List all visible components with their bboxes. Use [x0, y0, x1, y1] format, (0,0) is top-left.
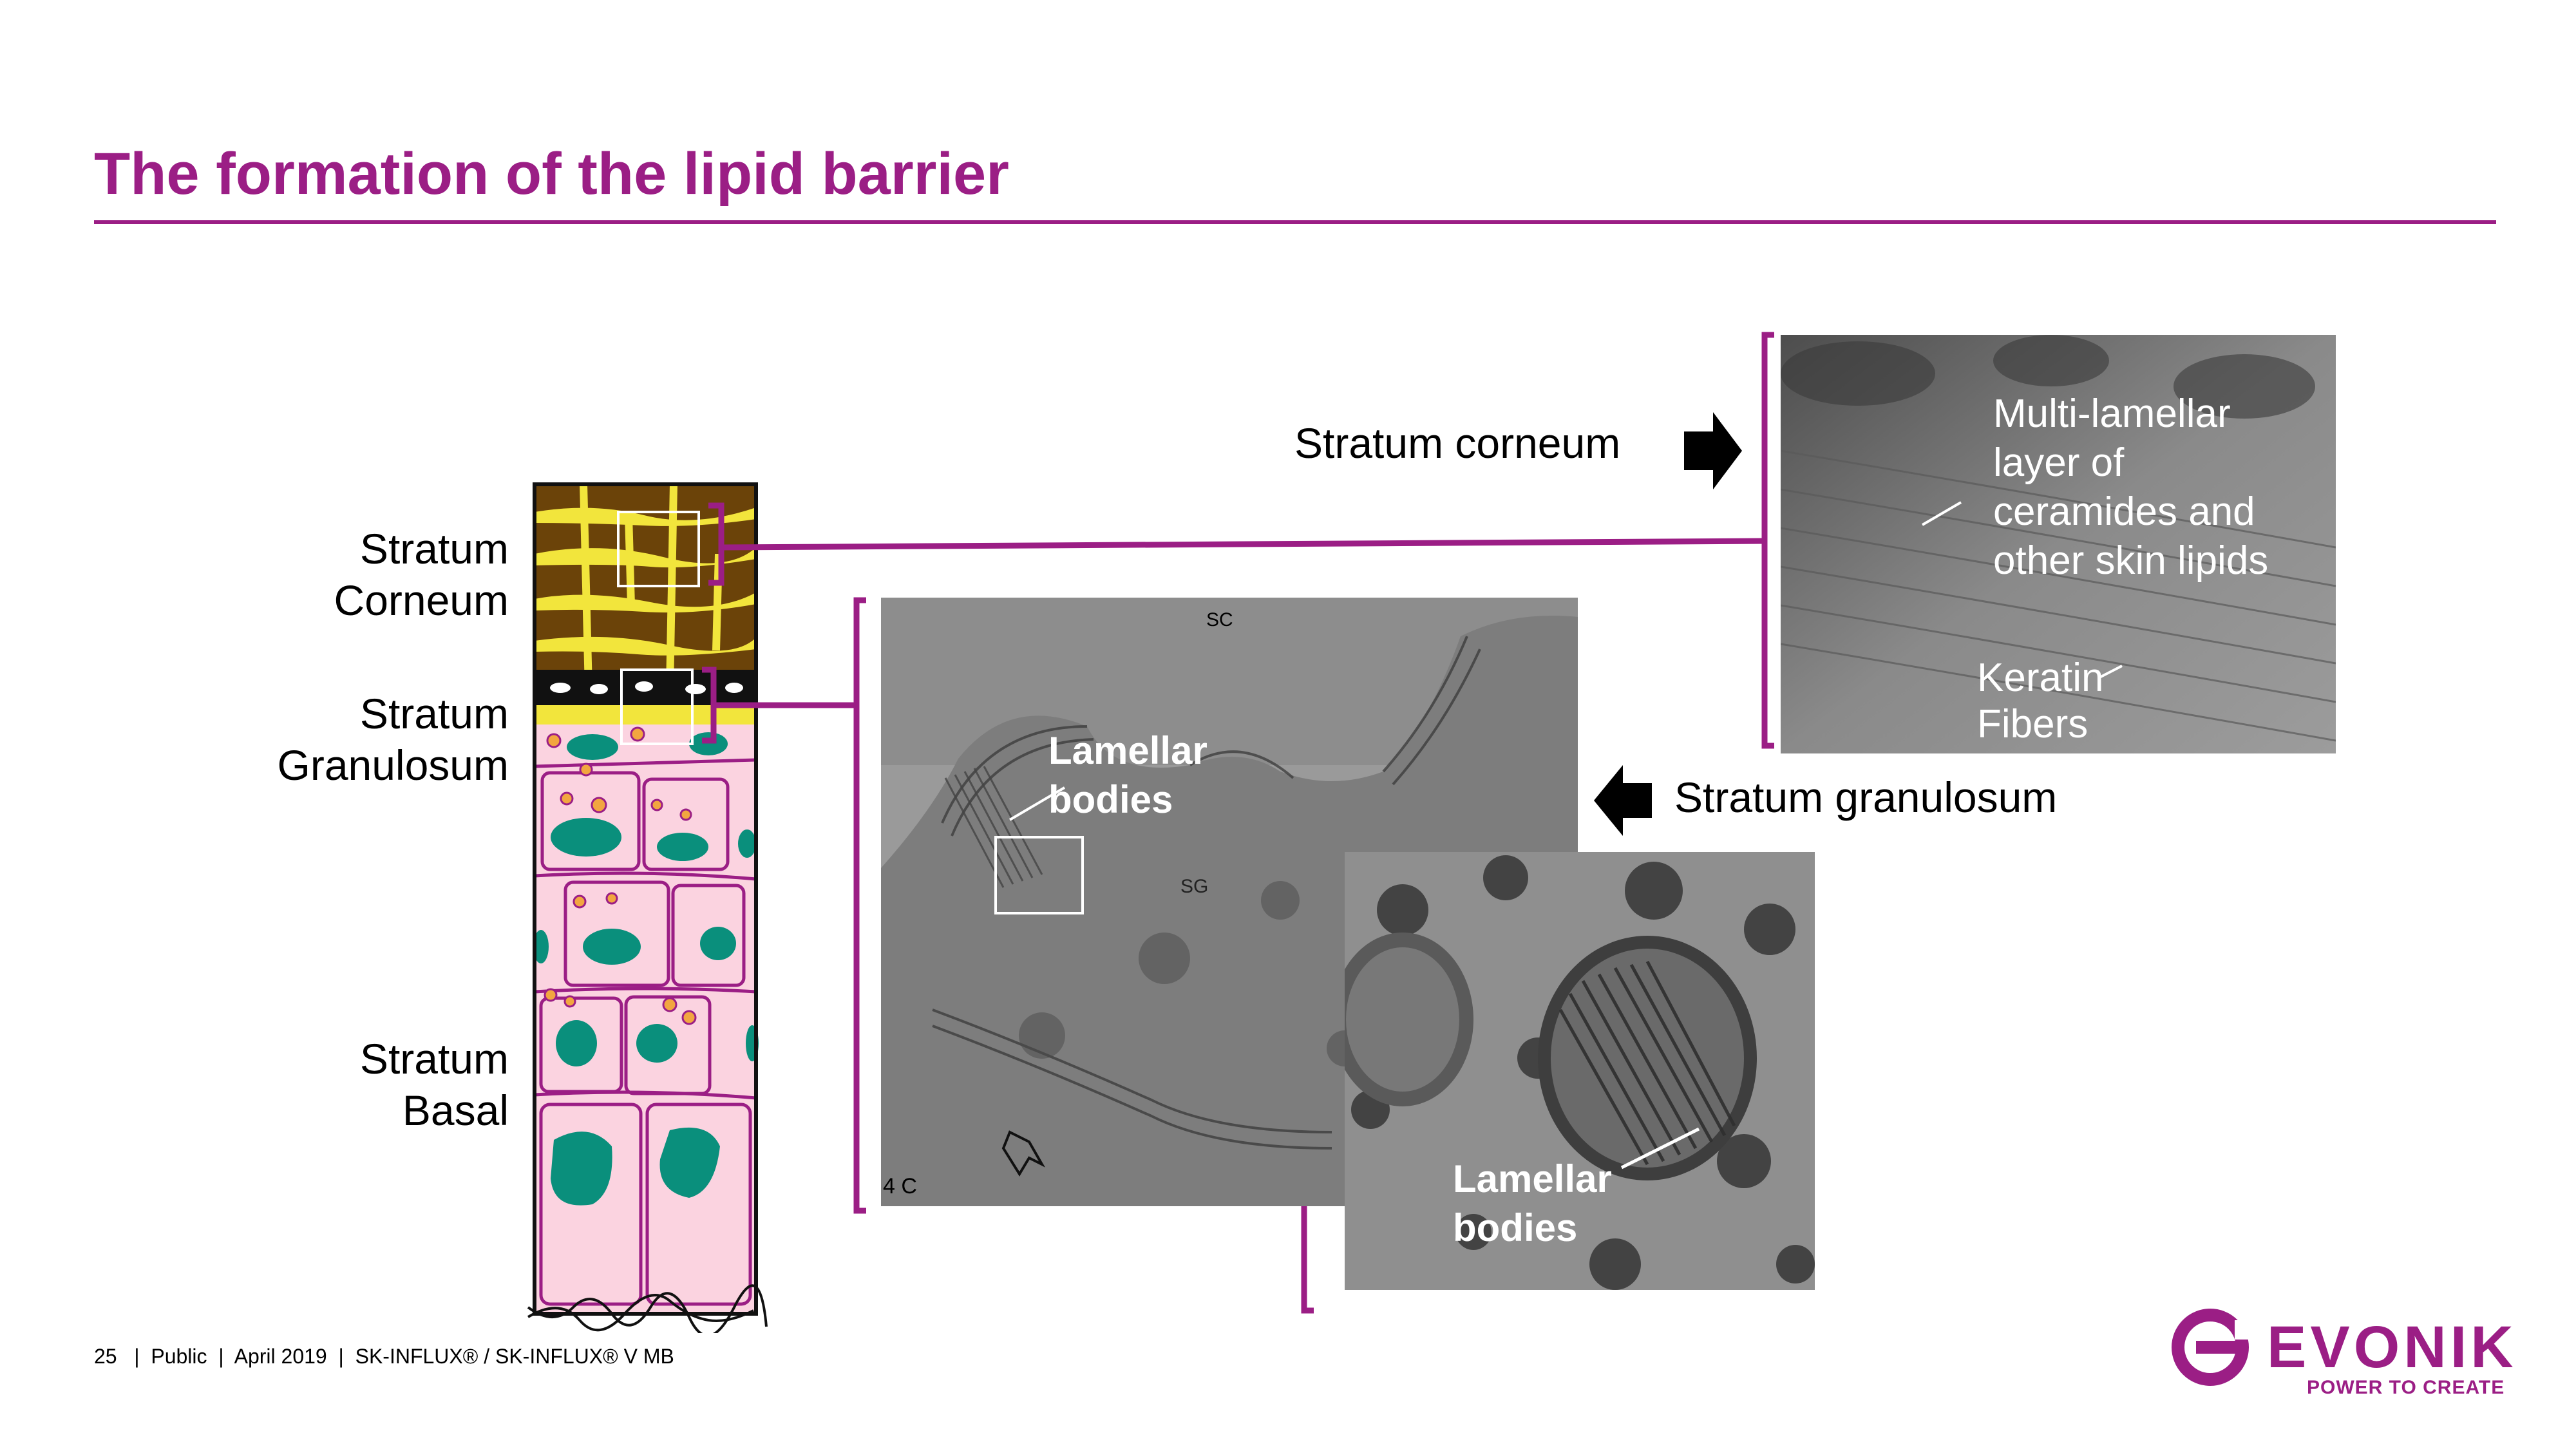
evonik-logo: EVONIK POWER TO CREATE — [2170, 1307, 2514, 1398]
title-divider — [94, 220, 2496, 224]
keratin-fibers-label: Keratin Fibers — [1977, 655, 2103, 748]
label-stratum-granulosum: Stratum Granulosum — [187, 688, 509, 791]
label-line: bodies — [1048, 778, 1173, 821]
logo-tagline: POWER TO CREATE — [2307, 1377, 2505, 1398]
callout-stratum-corneum: Stratum corneum — [1294, 419, 1621, 467]
page-number: 25 — [94, 1345, 117, 1368]
em-image-lamellar-bodies: Lamellar bodies — [1345, 852, 1815, 1290]
label-line: Stratum — [359, 1035, 509, 1083]
multi-lamellar-label: Multi-lamellar layer of ceramides and ot… — [1993, 390, 2268, 585]
lamellar-selection-box — [994, 836, 1084, 914]
arrow-left-icon — [1594, 765, 1652, 836]
callout-stratum-granulosum: Stratum granulosum — [1674, 773, 2058, 821]
footer-text: | Public | April 2019 | SK-INFLUX® / SK-… — [134, 1345, 674, 1368]
squiggle-bottom-2 — [527, 1294, 754, 1332]
em-texture — [1345, 852, 1815, 1290]
arrow-right-icon — [1684, 412, 1742, 489]
granulosum-lipid-band — [535, 705, 756, 724]
label-stratum-basal: Stratum Basal — [187, 1033, 509, 1136]
top-image-bracket — [1761, 332, 1774, 749]
label-stratum-corneum: Stratum Corneum — [187, 523, 509, 626]
figure-mark: 4 C — [883, 1174, 917, 1198]
label-line: Keratin — [1977, 656, 2104, 700]
skin-cross-section-diagram — [527, 482, 768, 1333]
sc-mark: SC — [1206, 609, 1233, 630]
label-line: Stratum — [359, 525, 509, 573]
lamellar-pointer-line — [1009, 786, 1066, 821]
label-line: layer of — [1993, 440, 2125, 485]
label-line: other skin lipids — [1993, 538, 2269, 583]
evonik-logo-mark-icon — [2172, 1309, 2260, 1386]
footer: 25 | Public | April 2019 | SK-INFLUX® / … — [94, 1345, 674, 1368]
label-line: Basal — [402, 1086, 509, 1134]
corneum-connector — [721, 538, 1765, 551]
label-line: Lamellar — [1453, 1157, 1612, 1200]
granulosum-selection-box — [620, 668, 694, 745]
em-texture — [1781, 335, 2336, 753]
pointer-arrow-icon — [1001, 1130, 1046, 1177]
lamellar-bodies-label: Lamellar bodies — [1048, 726, 1208, 824]
middle-image-bracket — [853, 597, 866, 1214]
label-line: Fibers — [1977, 702, 2088, 746]
sg-mark: SG — [1180, 876, 1209, 897]
logo-wordmark: EVONIK — [2267, 1314, 2517, 1380]
page-title: The formation of the lipid barrier — [94, 141, 1009, 207]
lamellar-pointer-line — [1620, 1127, 1700, 1170]
granulosum-bracket — [702, 667, 717, 744]
label-line: ceramides and — [1993, 489, 2255, 534]
cell-nuclei — [533, 732, 759, 1206]
granule-dots — [550, 681, 743, 694]
label-line: Corneum — [334, 576, 509, 624]
em-image-stratum-corneum: Multi-lamellar layer of ceramides and ot… — [1781, 335, 2336, 753]
label-line: Granulosum — [277, 741, 509, 789]
label-line: Stratum — [359, 690, 509, 737]
corneum-bracket — [708, 502, 724, 586]
label-line: bodies — [1453, 1206, 1578, 1249]
label-line: Multi-lamellar — [1993, 392, 2231, 436]
squiggle-bottom — [527, 1284, 768, 1333]
corneum-selection-box — [617, 511, 700, 587]
cell-borders — [534, 758, 757, 1306]
label-line: Lamellar — [1048, 729, 1208, 772]
zoom-lamellar-bodies-label: Lamellar bodies — [1453, 1155, 1612, 1253]
lipid-granules — [544, 726, 697, 1025]
